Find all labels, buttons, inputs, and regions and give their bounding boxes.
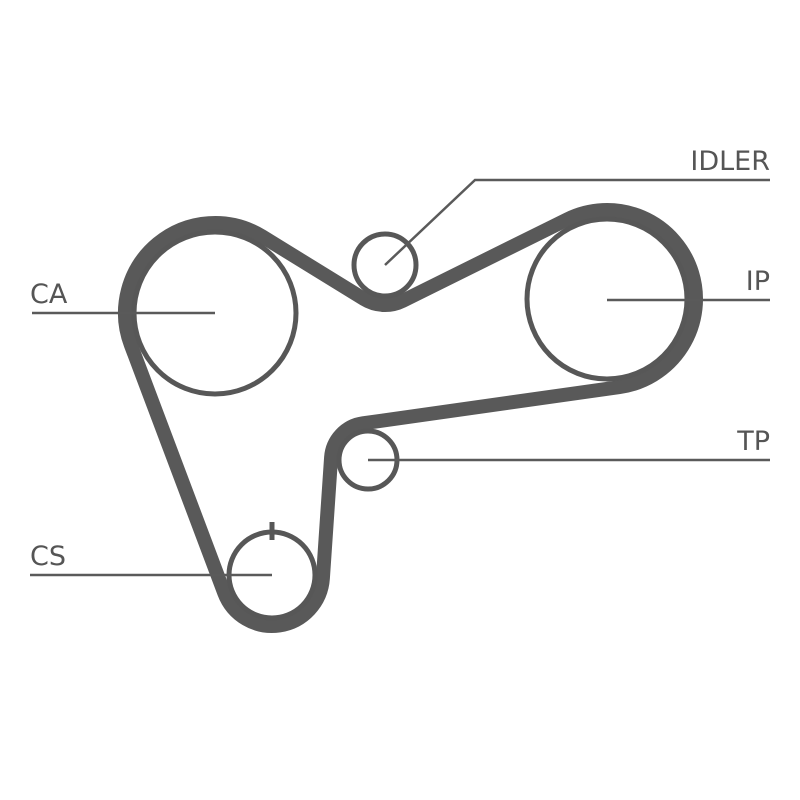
timing-belt <box>118 203 703 633</box>
label-ca: CA <box>30 279 68 310</box>
leader-idler <box>384 178 770 266</box>
label-ip: IP <box>746 266 770 297</box>
label-cs: CS <box>30 541 66 572</box>
label-tp: TP <box>736 426 770 457</box>
label-idler: IDLER <box>690 146 770 177</box>
pulley-idler <box>351 231 419 299</box>
